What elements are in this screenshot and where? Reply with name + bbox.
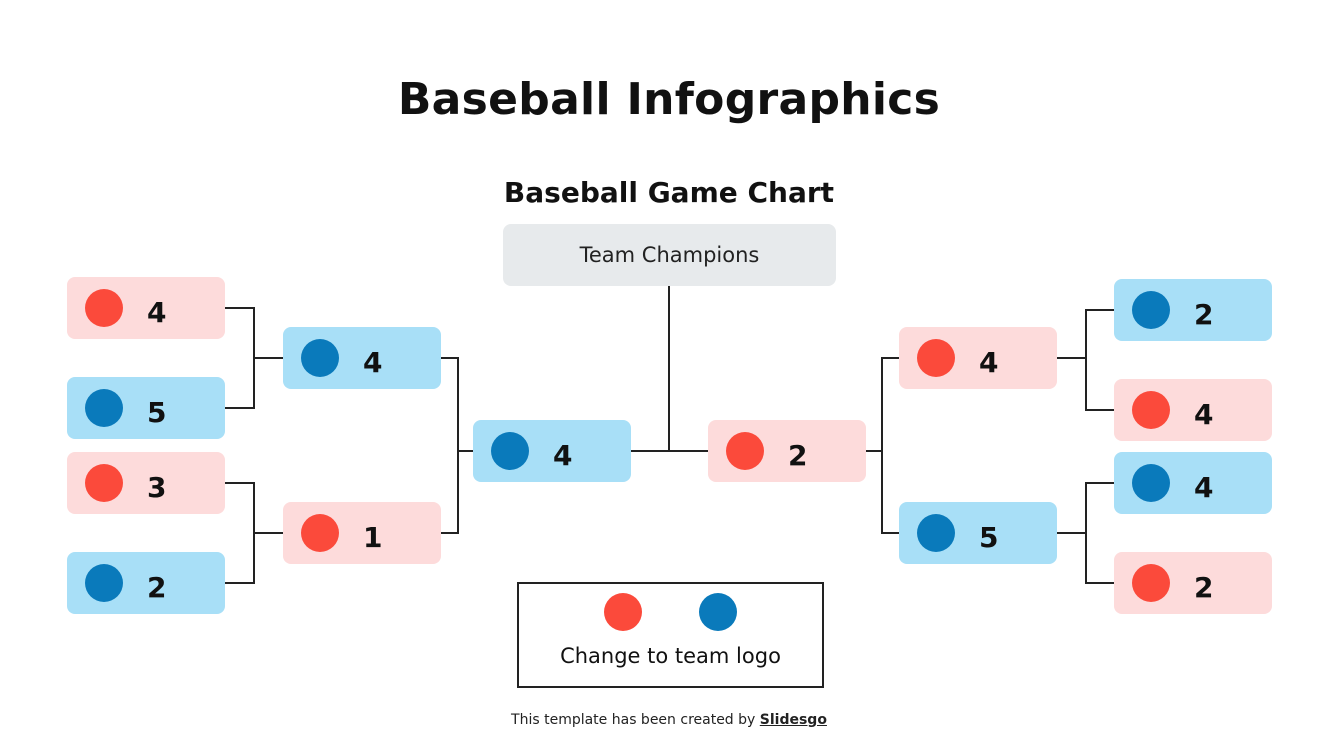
team-box-right-r1-1[interactable]: 2 — [1114, 279, 1272, 341]
connector-line — [253, 357, 283, 359]
team-logo-icon[interactable] — [1132, 291, 1170, 329]
connector-line — [457, 357, 459, 534]
team-score: 4 — [147, 296, 167, 329]
team-box-left-r1-3[interactable]: 3 — [67, 452, 225, 514]
connector-line — [1085, 582, 1114, 584]
champion-box: Team Champions — [503, 224, 836, 286]
connector-line — [253, 532, 283, 534]
team-logo-icon[interactable] — [917, 339, 955, 377]
team-logo-icon[interactable] — [917, 514, 955, 552]
team-box-right-r2-2[interactable]: 5 — [899, 502, 1057, 564]
team-score: 4 — [1194, 471, 1214, 504]
team-logo-icon[interactable] — [85, 289, 123, 327]
connector-line — [1085, 309, 1114, 311]
team-score: 4 — [363, 346, 383, 379]
slidesgo-link[interactable]: Slidesgo — [759, 712, 827, 728]
connector-line — [1085, 482, 1114, 484]
connector-line — [440, 532, 458, 534]
team-score: 1 — [363, 521, 383, 554]
connector-line — [225, 582, 254, 584]
connector-line — [1057, 532, 1087, 534]
team-logo-icon[interactable] — [726, 432, 764, 470]
team-score: 5 — [979, 521, 999, 554]
team-logo-icon[interactable] — [301, 514, 339, 552]
team-box-left-r1-1[interactable]: 4 — [67, 277, 225, 339]
connector-line — [881, 357, 883, 534]
champion-label: Team Champions — [579, 243, 760, 267]
legend-text: Change to team logo — [560, 644, 781, 668]
team-logo-icon[interactable] — [1132, 391, 1170, 429]
team-box-left-r2-2[interactable]: 1 — [283, 502, 441, 564]
connector-line — [1057, 357, 1087, 359]
team-box-left-final[interactable]: 4 — [473, 420, 631, 482]
connector-line — [866, 450, 882, 452]
team-box-right-r1-4[interactable]: 2 — [1114, 552, 1272, 614]
team-box-right-r1-2[interactable]: 4 — [1114, 379, 1272, 441]
team-logo-icon[interactable] — [85, 389, 123, 427]
connector-line — [440, 357, 458, 359]
team-box-left-r1-2[interactable]: 5 — [67, 377, 225, 439]
team-logo-icon[interactable] — [85, 564, 123, 602]
connector-line — [1085, 409, 1114, 411]
footer-text: This template has been created by — [511, 712, 760, 728]
team-box-right-r1-3[interactable]: 4 — [1114, 452, 1272, 514]
blue-team-logo-icon[interactable] — [699, 593, 737, 631]
connector-line — [457, 450, 473, 452]
team-score: 2 — [1194, 298, 1214, 331]
team-logo-icon[interactable] — [1132, 464, 1170, 502]
connector-line — [225, 307, 254, 309]
connector-line — [225, 482, 254, 484]
connector-line — [668, 286, 670, 452]
team-score: 4 — [553, 439, 573, 472]
team-score: 5 — [147, 396, 167, 429]
team-logo-icon[interactable] — [1132, 564, 1170, 602]
team-box-left-r2-1[interactable]: 4 — [283, 327, 441, 389]
page-title: Baseball Infographics — [397, 74, 941, 125]
team-box-right-final[interactable]: 2 — [708, 420, 866, 482]
team-score: 2 — [147, 571, 167, 604]
team-score: 2 — [788, 439, 808, 472]
team-score: 4 — [1194, 398, 1214, 431]
connector-line — [881, 357, 899, 359]
red-team-logo-icon[interactable] — [604, 593, 642, 631]
team-score: 3 — [147, 471, 167, 504]
connector-line — [631, 450, 708, 452]
team-score: 2 — [1194, 571, 1214, 604]
legend-box: Change to team logo — [517, 582, 824, 688]
team-box-right-r2-1[interactable]: 4 — [899, 327, 1057, 389]
team-logo-icon[interactable] — [301, 339, 339, 377]
connector-line — [225, 407, 254, 409]
team-logo-icon[interactable] — [85, 464, 123, 502]
footer-credit: This template has been created by Slides… — [0, 712, 1338, 728]
team-logo-icon[interactable] — [491, 432, 529, 470]
team-score: 4 — [979, 346, 999, 379]
connector-line — [1085, 309, 1087, 411]
chart-subtitle: Baseball Game Chart — [503, 176, 835, 209]
connector-line — [881, 532, 899, 534]
team-box-left-r1-4[interactable]: 2 — [67, 552, 225, 614]
